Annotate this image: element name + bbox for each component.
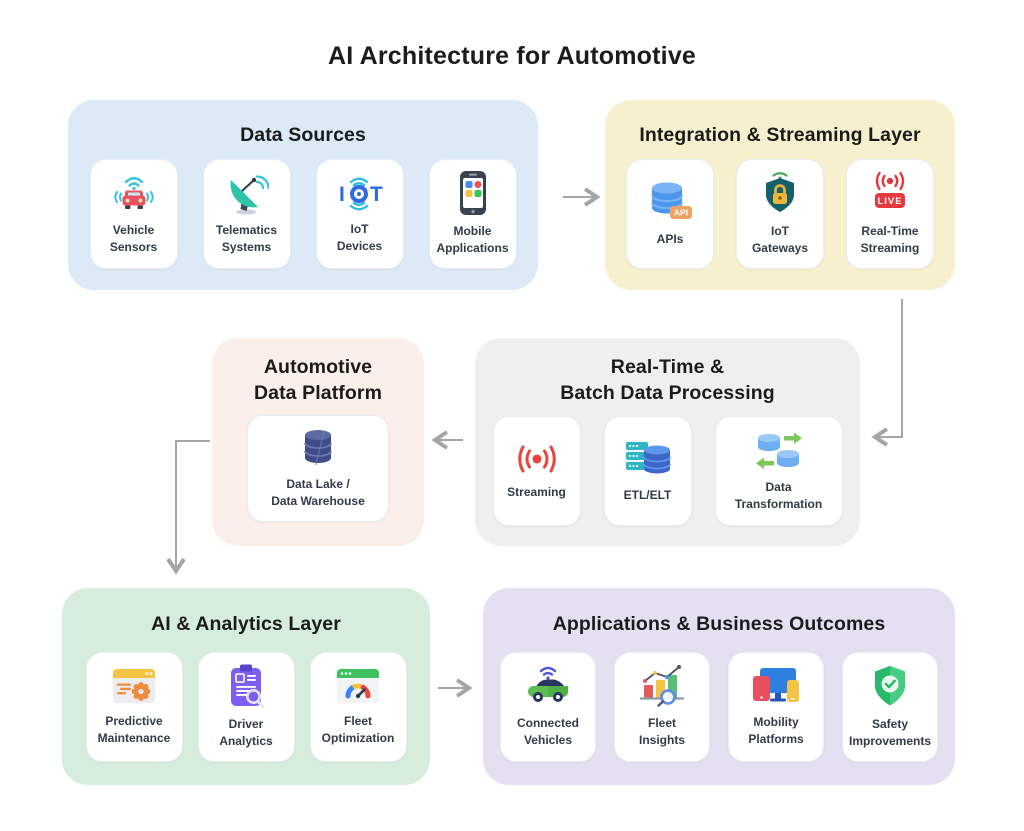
card-label: Data Lake / Data Warehouse [271,477,365,509]
predictive-maintenance-icon [111,666,157,706]
fleet-insights-icon [638,664,686,708]
card-connected-vehicles: Connected Vehicles [500,651,596,762]
cards-row: Connected Vehicles [483,651,955,762]
card-label: Mobility Platforms [748,715,804,747]
section-title: Integration & Streaming Layer [639,124,921,146]
card-label: Vehicle Sensors [109,223,158,255]
card-vehicle-sensors: Vehicle Sensors [89,158,178,269]
card-apis: API APIs [626,158,714,269]
section-data-sources: Data Sources [68,100,538,290]
svg-text:API: API [674,207,688,217]
section-title: AI & Analytics Layer [151,613,341,635]
section-integration-streaming: Integration & Streaming Layer API APIs [605,100,955,290]
card-label: Safety Improvements [848,717,932,749]
section-title: Data Sources [240,124,366,146]
fleet-optimization-icon [335,666,381,706]
card-label: Connected Vehicles [516,716,579,748]
card-iot-devices: I T IoT Devices [315,158,404,269]
streaming-broadcast-icon [515,441,559,477]
card-fleet-insights: Fleet Insights [614,651,710,762]
arrow-platform-to-ai [166,440,210,575]
card-label: Streaming [507,485,566,500]
section-data-processing: Real-Time & Batch Data Processing Stream… [475,338,860,546]
card-data-lake-warehouse: Data Lake / Data Warehouse [247,415,389,523]
vehicle-sensors-icon [111,171,157,215]
driver-analytics-icon [227,663,265,709]
mobility-platforms-icon [751,665,801,707]
data-transformation-icon [753,430,805,472]
section-title: Applications & Business Outcomes [552,613,886,635]
card-label: Real-Time Streaming [860,224,920,256]
live-streaming-icon: LIVE [868,170,912,216]
section-automotive-data-platform: Automotive Data Platform Data Lake / Dat… [212,338,424,546]
card-label: IoT Devices [336,222,383,254]
telematics-systems-icon [225,171,269,215]
card-driver-analytics: Driver Analytics [197,651,295,762]
card-mobility-platforms: Mobility Platforms [728,651,824,762]
mobile-applications-icon [459,170,487,216]
section-applications-outcomes: Applications & Business Outcomes [483,588,955,785]
card-label: Mobile Applications [436,224,509,256]
svg-text:I: I [339,183,345,206]
card-label: Driver Analytics [219,717,273,749]
cards-row: Streaming [475,416,860,527]
etl-server-database-icon [624,438,672,480]
arrow-integration-to-processing [871,299,903,447]
card-label: IoT Gateways [751,224,809,256]
card-telematics-systems: Telematics Systems [202,158,291,269]
iot-devices-icon: I T [332,172,388,214]
section-title: Automotive Data Platform [253,356,383,404]
iot-gateway-shield-icon [759,170,801,216]
api-database-icon: API [646,180,694,224]
card-label: Fleet Insights [638,716,685,748]
connected-vehicles-icon [524,664,572,708]
card-iot-gateways: IoT Gateways [736,158,824,269]
cards-row: Vehicle Sensors [68,158,538,269]
card-data-transformation: Data Transformation [714,416,843,527]
card-label: Data Transformation [734,479,823,511]
svg-text:T: T [370,183,383,206]
cards-row: Predictive Maintenance [62,651,430,762]
cards-row: Data Lake / Data Warehouse [212,415,424,523]
card-mobile-applications: Mobile Applications [428,158,517,269]
card-label: Predictive Maintenance [97,714,171,746]
card-label: ETL/ELT [623,488,672,503]
card-etl-elt: ETL/ELT [603,416,692,527]
card-streaming: Streaming [492,416,581,527]
cards-row: API APIs [605,158,955,269]
card-label: Fleet Optimization [321,714,395,746]
section-title: Real-Time & Batch Data Processing [560,356,775,404]
data-lake-icon [298,427,338,469]
card-fleet-optimization: Fleet Optimization [309,651,407,762]
page-title: AI Architecture for Automotive [327,42,697,70]
card-label: Telematics Systems [215,223,278,255]
card-label: APIs [656,231,684,246]
safety-improvements-icon [870,663,910,709]
card-real-time-streaming: LIVE Real-Time Streaming [846,158,934,269]
card-safety-improvements: Safety Improvements [842,651,938,762]
card-predictive-maintenance: Predictive Maintenance [85,651,183,762]
section-ai-analytics: AI & Analytics Layer [62,588,430,785]
svg-text:LIVE: LIVE [877,196,902,207]
